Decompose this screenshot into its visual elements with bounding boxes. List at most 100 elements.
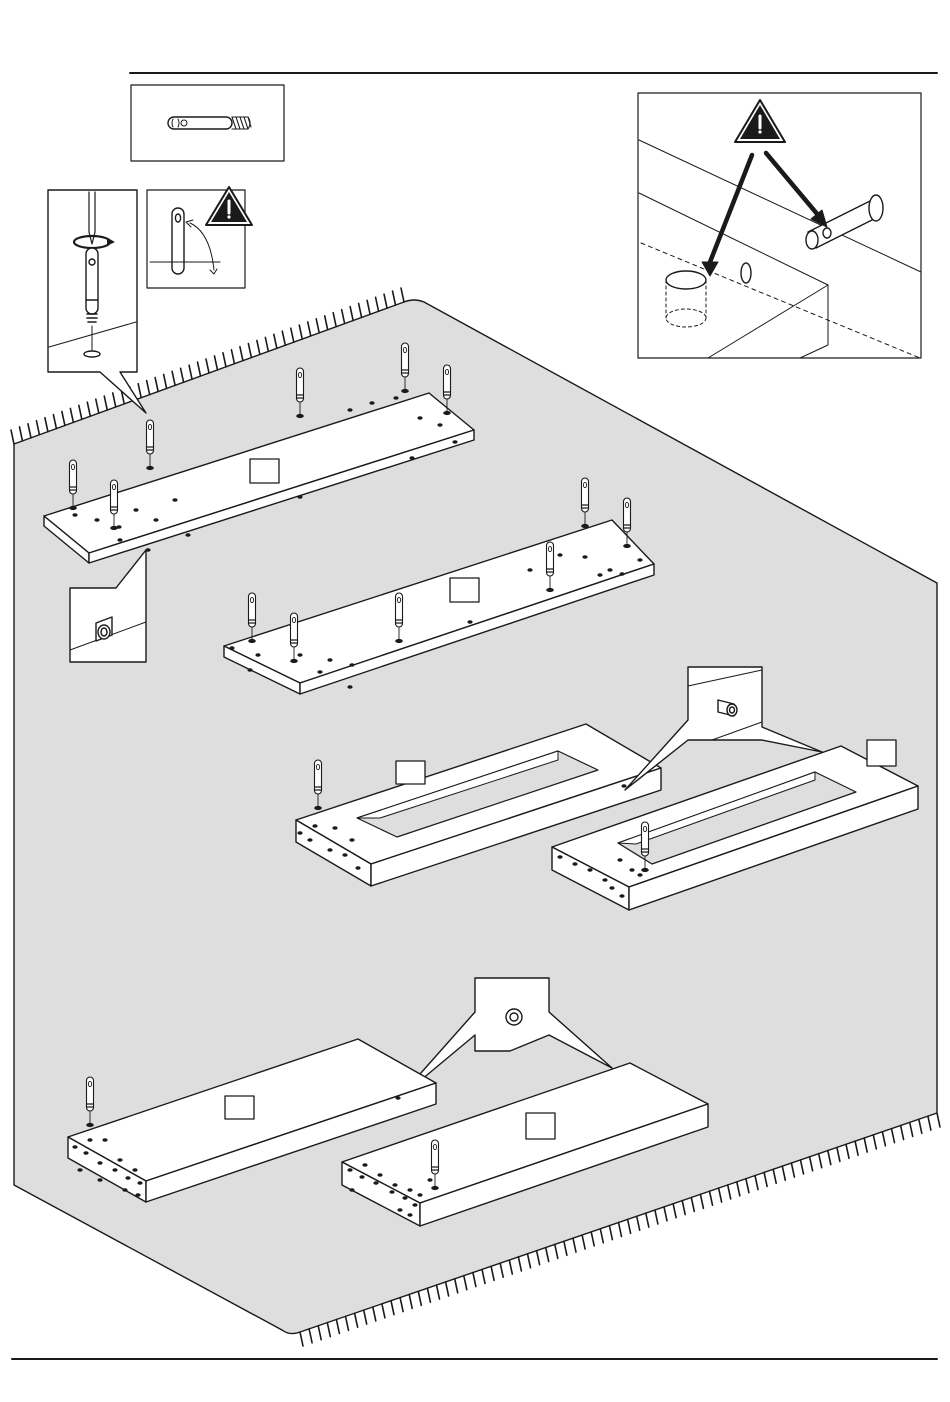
drill-hole [77, 1168, 82, 1172]
drill-hole [609, 886, 614, 890]
drill-hole [132, 1168, 137, 1172]
fringe-strand [755, 1176, 758, 1190]
fringe-strand [746, 1179, 749, 1193]
alignment-warning-callout [638, 93, 921, 358]
part-label-box [396, 761, 425, 784]
fringe-strand [810, 1157, 813, 1171]
drill-hole [393, 396, 398, 400]
fringe-strand [819, 1154, 822, 1168]
drill-hole [347, 408, 352, 412]
fringe-strand [19, 427, 22, 441]
drill-hole [621, 784, 626, 788]
drill-hole [557, 553, 562, 557]
drill-hole [407, 1188, 412, 1192]
fringe-strand [555, 1244, 558, 1258]
drill-hole [133, 508, 138, 512]
fringe-strand [318, 1326, 321, 1340]
fringe-strand [240, 347, 243, 361]
fringe-strand [172, 371, 175, 385]
drill-hole [597, 573, 602, 577]
fringe-strand [373, 1307, 376, 1321]
fringe-strand [96, 399, 99, 413]
fringe-strand [325, 316, 328, 330]
fringe-strand [764, 1172, 767, 1186]
fringe-strand [664, 1207, 667, 1221]
drill-hole [637, 558, 642, 562]
drill-hole [359, 1175, 364, 1179]
drill-hole [327, 658, 332, 662]
fringe-strand [138, 384, 141, 398]
fringe-strand [214, 356, 217, 370]
fringe-strand [309, 1329, 312, 1343]
drill-hole [137, 1181, 142, 1185]
fringe-strand [346, 1316, 349, 1330]
fringe-strand [482, 1269, 485, 1283]
fringe-strand [376, 297, 379, 311]
drill-hole [557, 855, 562, 859]
fringe-strand [299, 325, 302, 339]
fringe-strand [62, 411, 65, 425]
fringe-strand [333, 313, 336, 327]
fringe-strand [864, 1138, 867, 1152]
fringe-strand [70, 408, 73, 422]
fringe-strand [198, 362, 201, 376]
fringe-strand [500, 1263, 503, 1277]
drill-hole [342, 853, 347, 857]
fringe-strand [104, 396, 107, 410]
drill-hole [327, 848, 332, 852]
fringe-strand [384, 294, 387, 308]
drill-hole [297, 653, 302, 657]
fringe-strand [791, 1163, 794, 1177]
drill-hole [347, 685, 352, 689]
part-label-box [250, 459, 279, 483]
fringe-strand [901, 1126, 904, 1140]
fringe-strand [391, 1301, 394, 1315]
fringe-strand [873, 1135, 876, 1149]
drill-hole [395, 1096, 400, 1100]
fringe-strand [682, 1201, 685, 1215]
fringe-strand [231, 350, 234, 364]
fringe-strand [147, 381, 150, 395]
fringe-strand [619, 1223, 622, 1237]
drill-hole [452, 440, 457, 444]
drill-hole [297, 495, 302, 499]
drill-hole [172, 498, 177, 502]
fringe-strand [274, 334, 277, 348]
drill-hole [116, 525, 121, 529]
drill-hole [255, 653, 260, 657]
drill-hole [637, 873, 642, 877]
fringe-strand [882, 1132, 885, 1146]
fringe-strand [206, 359, 209, 373]
insert-step-callout [48, 190, 146, 413]
drill-hole [87, 1138, 92, 1142]
fringe-strand [637, 1216, 640, 1230]
fringe-strand [189, 365, 192, 379]
fringe-strand [446, 1282, 449, 1296]
fringe-strand [855, 1141, 858, 1155]
drill-hole [332, 826, 337, 830]
fringe-strand [691, 1197, 694, 1211]
drill-hole [185, 533, 190, 537]
drill-hole [467, 620, 472, 624]
fringe-strand [491, 1266, 494, 1280]
drill-hole [355, 866, 360, 870]
drill-hole [427, 1178, 432, 1182]
fringe-strand [45, 418, 48, 432]
drill-hole [619, 894, 624, 898]
fringe-strand [773, 1169, 776, 1183]
fringe-strand [316, 319, 319, 333]
fringe-strand [164, 374, 167, 388]
fringe-strand [113, 393, 116, 407]
fringe-strand [537, 1251, 540, 1265]
drill-hole [117, 538, 122, 542]
drill-hole [629, 868, 634, 872]
drill-hole [317, 670, 322, 674]
fringe-strand [455, 1279, 458, 1293]
fringe-strand [837, 1147, 840, 1161]
fringe-strand [919, 1119, 922, 1133]
fringe-strand [155, 378, 158, 392]
fringe-strand [673, 1204, 676, 1218]
fringe-strand [710, 1191, 713, 1205]
